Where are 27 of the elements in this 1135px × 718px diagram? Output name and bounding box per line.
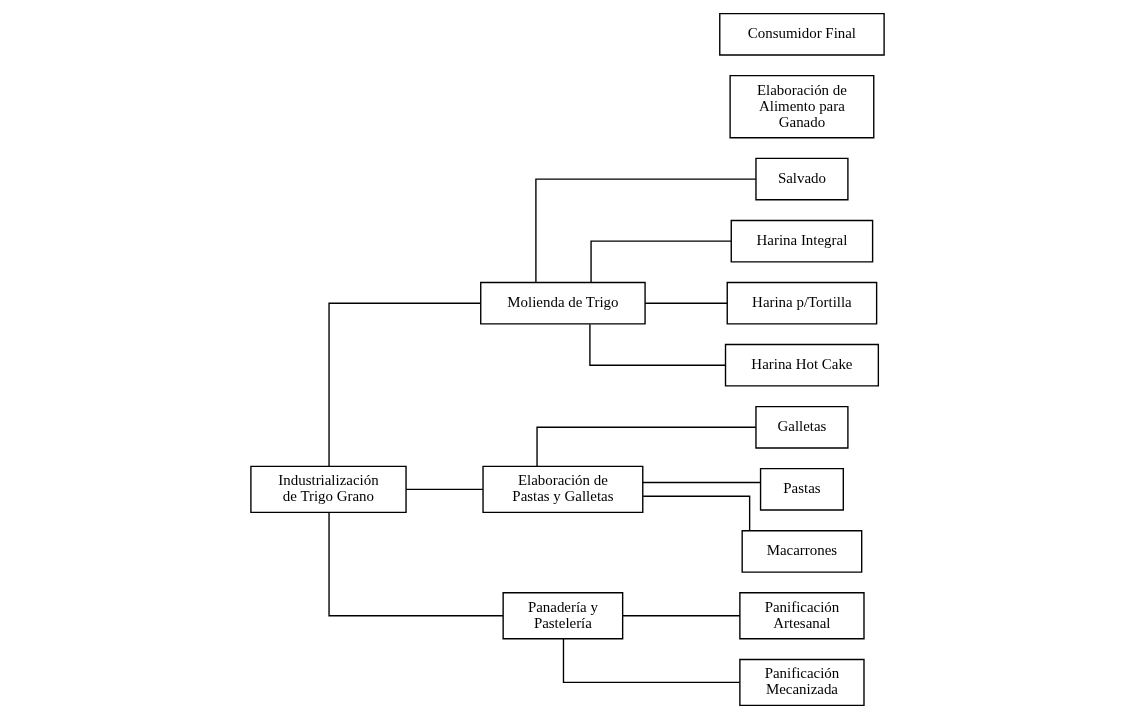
node-box: Elaboración de Pastas y Galletas <box>482 465 644 513</box>
connector <box>535 177 757 283</box>
node-box: Harina Hot Cake <box>724 343 880 387</box>
node-box: Panadería y Pastelería <box>502 591 624 639</box>
node-box: Salvado <box>755 157 849 200</box>
connector <box>644 302 728 304</box>
node-box: Panificación Artesanal <box>739 591 865 639</box>
node-box: Galletas <box>755 405 849 449</box>
node-box: Industrialización de Trigo Grano <box>250 465 407 513</box>
connector <box>642 481 762 483</box>
node-box: Macarrones <box>741 529 863 573</box>
connector <box>562 637 741 683</box>
connector <box>405 488 484 490</box>
connector <box>328 511 504 616</box>
node-box: Harina Integral <box>730 219 874 262</box>
connector <box>536 426 757 467</box>
node-box: Harina p/Tortilla <box>726 281 878 325</box>
connector <box>328 302 482 467</box>
node-box: Consumidor Final <box>719 12 885 56</box>
connector <box>622 614 741 616</box>
connector <box>590 239 732 283</box>
node-box: Molienda de Trigo <box>480 281 646 325</box>
node-box: Panificación Mecanizada <box>739 658 865 706</box>
connector <box>589 323 727 366</box>
node-box: Elaboración de Alimento para Ganado <box>729 74 875 138</box>
node-box: Pastas <box>759 467 844 511</box>
connector <box>642 495 751 531</box>
